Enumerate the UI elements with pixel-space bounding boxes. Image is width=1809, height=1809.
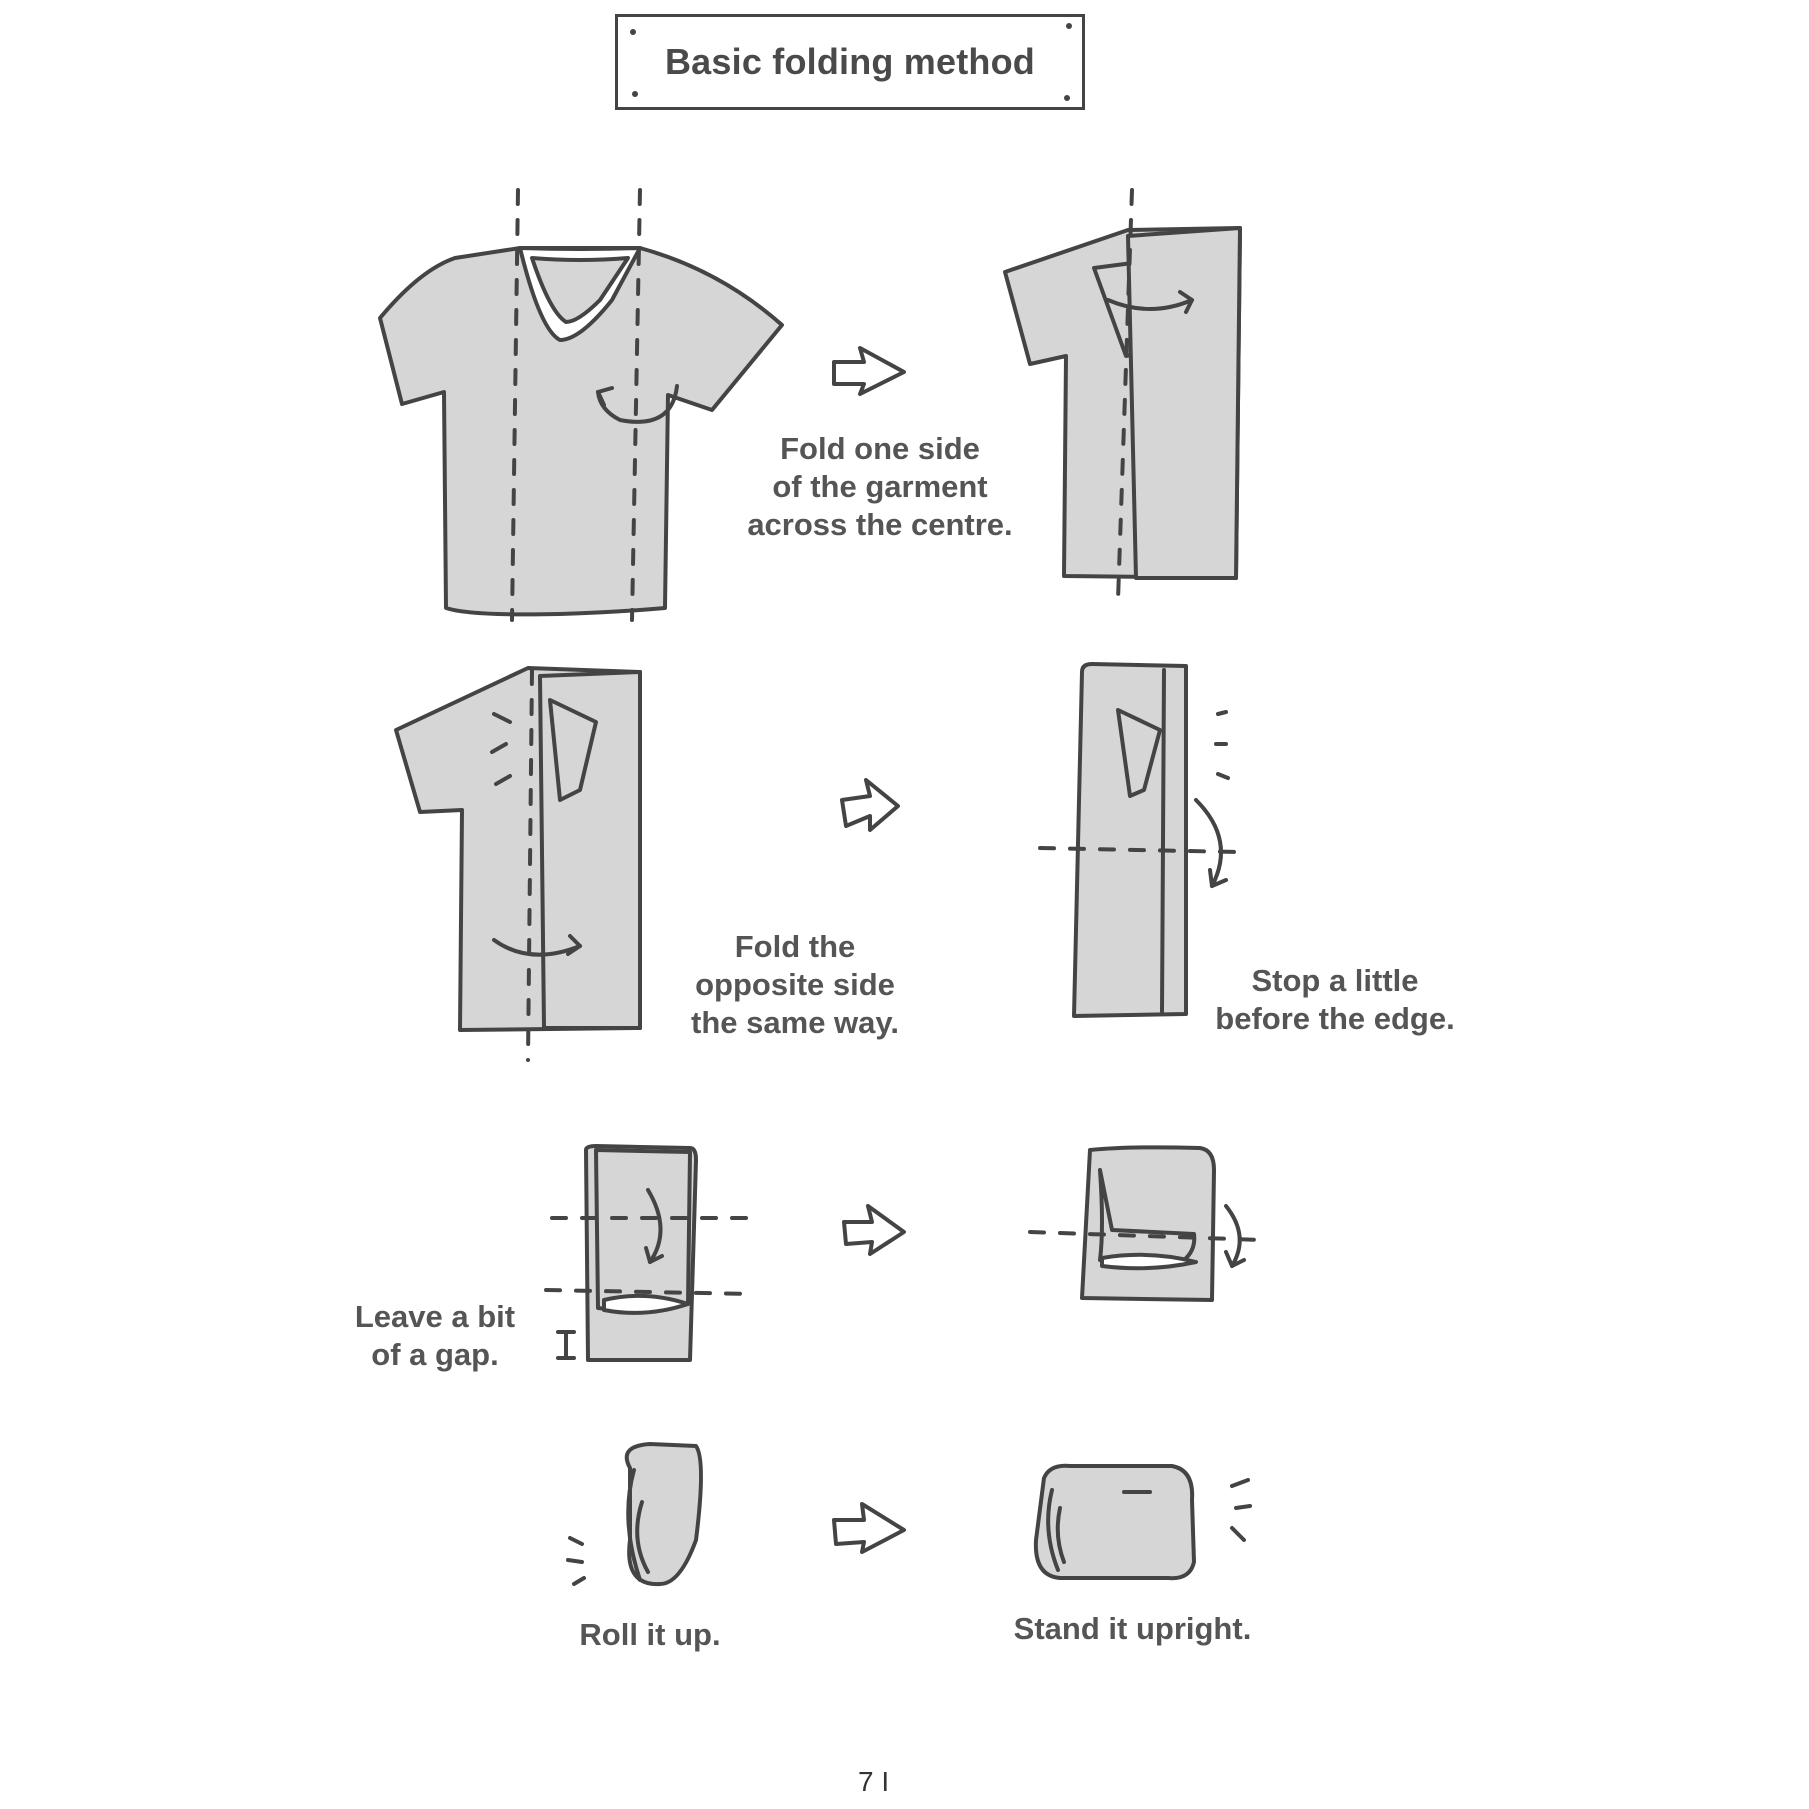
step-caption: Stop a little before the edge. (1215, 963, 1455, 1036)
step-caption: Roll it up. (579, 1617, 721, 1652)
folded-block-illustration (544, 1144, 754, 1362)
page-number: 7 I (858, 1766, 890, 1797)
rolled-garment-illustration (566, 1442, 703, 1587)
block-folded-over-illustration (1028, 1145, 1264, 1302)
title-box: Basic folding method (615, 14, 1085, 110)
pin-dot (630, 29, 636, 35)
standing-roll-illustration (1033, 1463, 1252, 1581)
tshirt-full-illustration (378, 188, 784, 622)
step-arrow-icon (842, 1204, 906, 1256)
step-arrow-icon (840, 778, 900, 832)
pin-dot (632, 91, 638, 97)
pin-dot (1064, 95, 1070, 101)
page-title: Basic folding method (664, 41, 1035, 82)
step-caption: Stand it upright. (1013, 1611, 1252, 1646)
step-caption: Leave a bit of a gap. (354, 1299, 516, 1372)
tshirt-both-sides-folded-illustration (394, 666, 642, 1062)
step-caption: Fold the opposite side the same way. (691, 929, 899, 1040)
step-arrow-icon (832, 346, 906, 396)
pin-dot (1066, 23, 1072, 29)
step-arrow-icon (832, 1502, 906, 1554)
step-caption: Fold one side of the garment across the … (747, 431, 1013, 542)
tshirt-one-side-folded-illustration (1003, 188, 1242, 602)
strip-folded-illustration (1038, 662, 1240, 1018)
